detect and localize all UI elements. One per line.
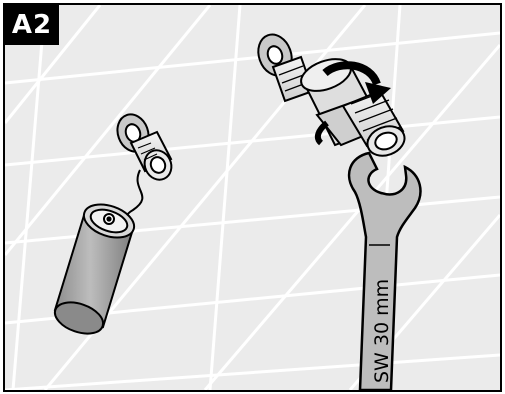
wrench-size-label: SW 30 mm — [371, 279, 393, 383]
step-label: A2 — [5, 5, 59, 45]
illustration-frame: A2 — [3, 3, 502, 392]
right-wall-fitting — [253, 30, 313, 101]
illustration-art: SW 30 mm — [5, 5, 500, 390]
open-end-wrench: SW 30 mm — [349, 153, 420, 390]
protective-cap — [51, 198, 139, 339]
left-wall-fitting — [112, 110, 176, 184]
